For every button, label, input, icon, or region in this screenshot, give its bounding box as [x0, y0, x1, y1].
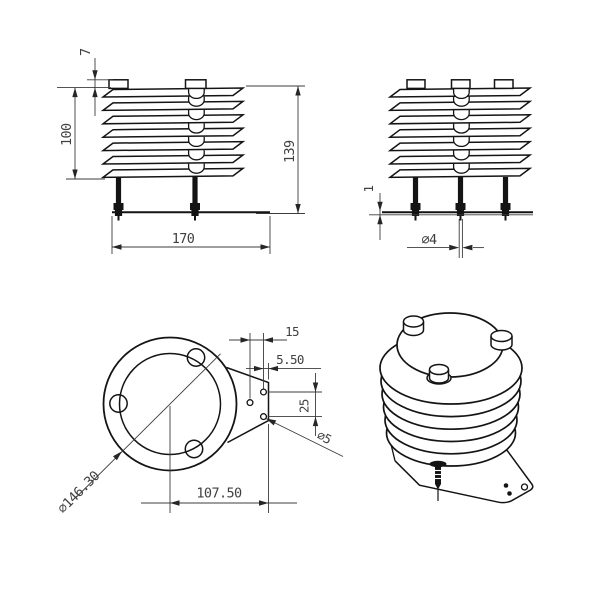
louver-plate	[102, 114, 244, 125]
dim-center-to-edge: 107.50	[196, 486, 242, 502]
dim-arrow	[92, 70, 98, 80]
spacer-arc	[452, 136, 470, 148]
dim-arrow	[170, 500, 180, 506]
spacer-arc	[452, 109, 470, 121]
dim-arrow	[268, 365, 278, 372]
dim-arrow	[92, 87, 98, 98]
bracket-hole	[503, 483, 509, 488]
bracket-outline	[394, 449, 534, 504]
bottom-screw	[429, 460, 447, 501]
top-cap	[450, 79, 471, 90]
dim-arrow	[377, 214, 383, 225]
dim-arrow	[113, 451, 122, 461]
louver-stack-front	[102, 79, 244, 179]
bracket-hole	[520, 483, 529, 491]
spacer-arc	[187, 136, 205, 148]
louver-plate	[102, 87, 244, 98]
dim-arrow	[263, 337, 273, 343]
bottom-dimensions: 15 5.50 25 ∅5 ∅146.30	[55, 324, 344, 517]
leg-bolt	[113, 177, 124, 221]
spacer-arc	[187, 88, 205, 100]
dim-arrow	[449, 244, 460, 251]
side-dimensions: 1 ∅4	[361, 186, 484, 251]
side-view: 1 ∅4	[361, 79, 533, 258]
leg-bolt	[500, 177, 511, 221]
louver-plate	[102, 127, 244, 138]
spacer-arc	[187, 162, 205, 174]
dim-arrow	[259, 500, 269, 506]
dim-plate-thickness: 1	[361, 186, 376, 193]
dim-total-height: 139	[282, 140, 298, 163]
spacer-arc	[452, 162, 470, 174]
dim-arrow	[72, 87, 78, 98]
dim-base-width: 170	[172, 231, 195, 247]
leg-bolt	[410, 177, 421, 221]
isometric-view	[379, 312, 534, 504]
leg-bolt	[190, 177, 200, 221]
louver-stack-side	[389, 79, 531, 179]
dim-arrow	[266, 418, 277, 426]
bottom-view: 15 5.50 25 ∅5 ∅146.30	[55, 324, 344, 517]
dim-arrow	[295, 86, 301, 96]
spacer-arc	[452, 88, 470, 100]
dim-small-hole-diameter: ∅5	[315, 427, 334, 447]
mounting-legs-side	[410, 177, 511, 221]
dim-hole-edge-offset: 5.50	[276, 352, 304, 367]
dim-arrow	[312, 382, 319, 392]
dim-arrow	[260, 244, 270, 250]
spacer-arc	[187, 122, 205, 134]
dim-arrow	[377, 201, 383, 212]
dim-hole-spacing: 25	[297, 399, 312, 413]
top-cap	[428, 363, 450, 376]
top-cap	[184, 79, 207, 90]
dim-cap-height: 7	[78, 48, 94, 56]
front-view: 7 100 139 170	[57, 48, 305, 254]
mounting-legs-front	[113, 177, 200, 221]
dim-arrow	[240, 337, 250, 343]
dim-hole-inset: 15	[285, 324, 299, 339]
base-hole	[186, 348, 206, 367]
top-cap	[490, 329, 513, 343]
bracket-hole	[259, 388, 268, 396]
dim-line	[75, 353, 221, 498]
top-cap	[402, 315, 425, 328]
dim-arrow	[72, 169, 78, 179]
bracket-hole	[246, 399, 254, 407]
dim-shield-height: 100	[59, 123, 75, 146]
spacer-arc	[452, 149, 470, 161]
dim-plate-diameter: ∅146.30	[55, 468, 104, 517]
louver-plate	[102, 154, 244, 165]
base-hole	[109, 394, 128, 413]
louver-plate	[102, 167, 244, 179]
bracket-hole	[507, 491, 512, 496]
base-hole	[184, 439, 204, 459]
dim-arrow	[312, 416, 319, 427]
dim-arrow	[254, 365, 264, 372]
dim-leg-diameter: ∅4	[421, 232, 437, 248]
front-dimensions: 7 100 139 170	[57, 48, 305, 254]
spacer-arc	[187, 149, 205, 161]
dim-arrow	[462, 244, 473, 251]
bracket-outline	[226, 366, 270, 444]
louver-plate	[102, 100, 244, 112]
spacer-arc	[452, 122, 470, 134]
dim-arrow	[112, 244, 122, 250]
spacer-arc	[187, 109, 205, 121]
dim-arrow	[295, 204, 301, 214]
top-cap	[406, 79, 426, 90]
louver-plate	[102, 140, 244, 152]
leader-line	[265, 418, 344, 457]
bracket-hole	[259, 413, 268, 421]
leg-bolt	[455, 177, 466, 221]
top-cap	[108, 79, 129, 90]
top-cap	[493, 79, 514, 90]
